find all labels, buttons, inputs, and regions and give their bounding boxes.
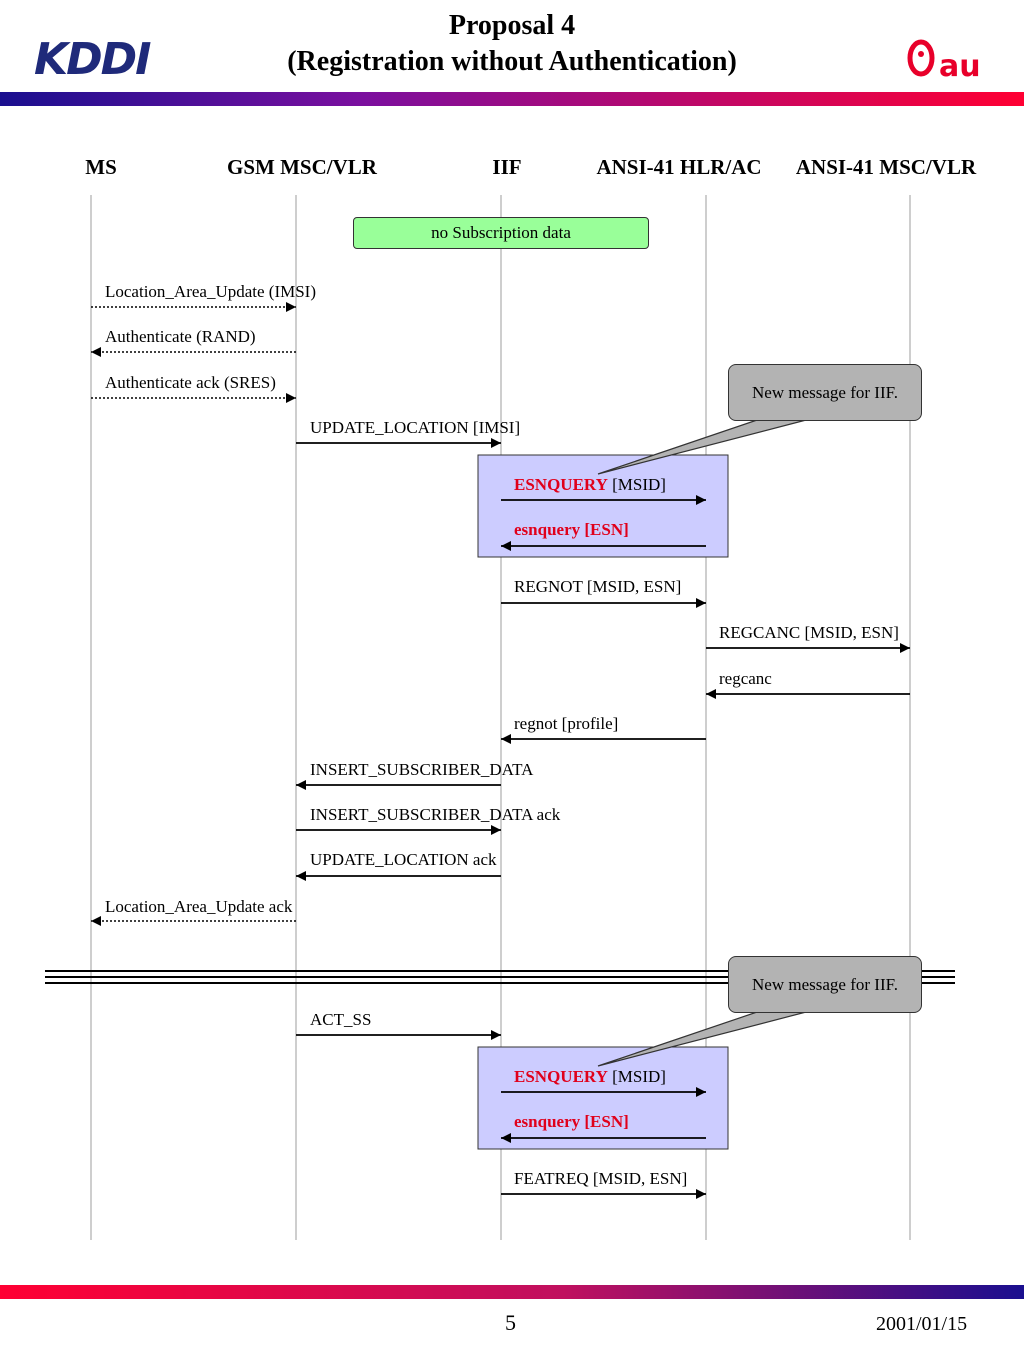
msg-location-area-update: Location_Area_Update (IMSI) bbox=[105, 282, 317, 301]
msg-regnot: REGNOT [MSID, ESN] bbox=[514, 577, 682, 596]
note-new-message-2: New message for IIF. bbox=[728, 956, 922, 1013]
entity-ansi-hlr-ac: ANSI-41 HLR/AC bbox=[596, 155, 762, 179]
header-gradient-bar bbox=[0, 92, 1024, 106]
au-logo: au bbox=[907, 39, 981, 84]
msg-update-location: UPDATE_LOCATION [IMSI] bbox=[310, 418, 521, 437]
msg-regcanc-resp: regcanc bbox=[719, 669, 772, 688]
msg-regnot-resp: regnot [profile] bbox=[514, 714, 619, 733]
msg-regcanc: REGCANC [MSID, ESN] bbox=[719, 623, 899, 642]
kddi-logo: KDDI bbox=[34, 34, 153, 80]
msg-esnquery-2-name: ESNQUERY bbox=[514, 1067, 608, 1086]
esnquery-box-1 bbox=[477, 454, 729, 558]
au-logo-dot bbox=[918, 51, 924, 57]
msg-esnquery-2: ESNQUERY [MSID] bbox=[514, 1067, 666, 1087]
msg-esnquery-2-args: [MSID] bbox=[607, 1067, 666, 1086]
entity-iif: IIF bbox=[492, 155, 522, 179]
note-new-message-1: New message for IIF. bbox=[728, 364, 922, 421]
note-text-2: New message for IIF. bbox=[752, 974, 898, 994]
entity-ansi-msc-vlr: ANSI-41 MSC/VLR bbox=[795, 155, 977, 179]
note-text-1: New message for IIF. bbox=[752, 382, 898, 402]
msg-act-ss: ACT_SS bbox=[310, 1010, 372, 1029]
msg-esnquery-1: ESNQUERY [MSID] bbox=[514, 475, 666, 495]
au-logo-mark bbox=[907, 39, 935, 77]
msg-esnquery-1-name: ESNQUERY bbox=[514, 475, 608, 494]
no-subscription-label: no Subscription data bbox=[431, 223, 571, 242]
footer-date: 2001/01/15 bbox=[876, 1313, 968, 1335]
msg-esnquery-resp-1: esnquery [ESN] bbox=[514, 520, 629, 539]
page-number: 5 bbox=[505, 1310, 516, 1335]
kddi-logo-text: KDDI bbox=[34, 34, 151, 80]
page-subtitle: (Registration without Authentication) bbox=[287, 46, 737, 77]
entity-ms: MS bbox=[85, 155, 117, 179]
esnquery-box-2 bbox=[477, 1046, 729, 1150]
no-subscription-box: no Subscription data bbox=[353, 217, 649, 249]
msg-location-area-update-ack: Location_Area_Update ack bbox=[105, 897, 293, 916]
msg-esnquery-1-args: [MSID] bbox=[607, 475, 666, 494]
msg-authenticate: Authenticate (RAND) bbox=[105, 327, 256, 346]
msg-esnquery-resp-2: esnquery [ESN] bbox=[514, 1112, 629, 1131]
msg-update-location-ack: UPDATE_LOCATION ack bbox=[310, 850, 497, 869]
au-logo-text: au bbox=[939, 49, 981, 84]
page-title: Proposal 4 bbox=[448, 10, 576, 41]
msg-insert-subscriber-data-ack: INSERT_SUBSCRIBER_DATA ack bbox=[310, 805, 561, 824]
footer-gradient-bar bbox=[0, 1285, 1024, 1299]
msg-authenticate-ack: Authenticate ack (SRES) bbox=[105, 373, 276, 392]
entity-gsm-msc-vlr: GSM MSC/VLR bbox=[227, 155, 377, 179]
msg-insert-subscriber-data: INSERT_SUBSCRIBER_DATA bbox=[310, 760, 534, 779]
msg-featreq: FEATREQ [MSID, ESN] bbox=[514, 1169, 688, 1188]
